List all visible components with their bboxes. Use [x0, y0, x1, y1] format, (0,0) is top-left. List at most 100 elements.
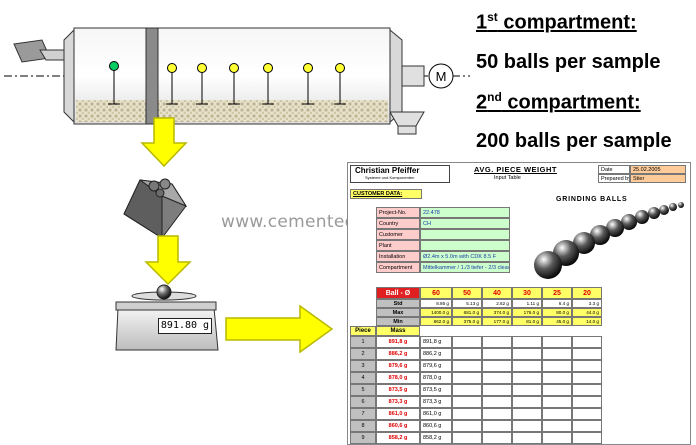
empty-cell — [452, 384, 482, 396]
arrow-right — [225, 304, 334, 354]
field-value: 22.478 — [420, 207, 510, 218]
ball-size-header: 30 — [512, 287, 542, 299]
stat-label: Max — [376, 308, 420, 317]
arrow-down-1 — [140, 117, 188, 168]
avg-piece-weight-sheet: Christian Pfeiffer Systeme und Komponent… — [347, 162, 691, 445]
probe-yellow — [302, 63, 314, 105]
empty-cell — [482, 384, 512, 396]
empty-cell — [542, 336, 572, 348]
sheet-subtitle: Input Table — [494, 175, 521, 181]
field-label: Plant — [376, 240, 420, 251]
stat-value: 2.62 g — [482, 299, 512, 308]
date-label: Date — [598, 165, 630, 174]
field-value — [420, 229, 510, 240]
mass-value-red: 860,6 g — [376, 420, 420, 432]
ball-size-header: 25 — [542, 287, 572, 299]
ball-on-scale — [156, 284, 172, 300]
empty-cell — [482, 336, 512, 348]
empty-cell — [482, 372, 512, 384]
ball-diameter-label: Ball - Ø — [376, 287, 420, 299]
empty-cell — [542, 420, 572, 432]
piece-number: 4 — [350, 372, 376, 384]
empty-cell — [572, 396, 602, 408]
empty-cell — [572, 420, 602, 432]
stat-value: 80.0 g — [542, 308, 572, 317]
mass-value-red: 878,0 g — [376, 372, 420, 384]
company-sub: Systeme und Komponenten — [365, 175, 415, 180]
sheet-title: Avg. Piece weight — [474, 165, 557, 174]
mass-value: 858,2 g — [420, 432, 452, 444]
mill-outlet-head — [389, 28, 403, 124]
empty-cell — [542, 432, 572, 444]
empty-cell — [482, 360, 512, 372]
mill-inlet-head — [63, 28, 75, 124]
company-logo-box: Christian Pfeiffer Systeme und Komponent… — [350, 165, 450, 183]
piece-number: 6 — [350, 396, 376, 408]
field-value — [420, 240, 510, 251]
stat-value: 3.3 g — [572, 299, 602, 308]
probe-green — [108, 61, 120, 105]
diaphragm — [145, 27, 159, 125]
empty-cell — [452, 336, 482, 348]
piece-number: 9 — [350, 432, 376, 444]
stat-value: 8.86 g — [420, 299, 452, 308]
empty-cell — [512, 384, 542, 396]
empty-cell — [542, 348, 572, 360]
empty-cell — [572, 360, 602, 372]
stat-value: 1.11 g — [512, 299, 542, 308]
piece-number: 3 — [350, 360, 376, 372]
mass-value: 873,3 g — [420, 396, 452, 408]
empty-cell — [542, 360, 572, 372]
stat-value: 374.0 g — [482, 308, 512, 317]
empty-cell — [482, 432, 512, 444]
stat-value: 176.0 g — [512, 308, 542, 317]
date-value: 25.02.2005 — [630, 165, 686, 174]
probe-yellow — [196, 63, 208, 105]
motor-label: M — [436, 69, 447, 84]
ball-size-header: 20 — [572, 287, 602, 299]
stat-value: 177.0 g — [482, 317, 512, 326]
mass-value: 861,0 g — [420, 408, 452, 420]
field-value: Mittelkammer / 1./3 tiefer - 2/3 cleave — [420, 262, 510, 273]
empty-cell — [512, 420, 542, 432]
empty-cell — [572, 348, 602, 360]
mass-value-red: 861,0 g — [376, 408, 420, 420]
empty-cell — [512, 372, 542, 384]
mass-value: 878,0 g — [420, 372, 452, 384]
empty-cell — [512, 348, 542, 360]
empty-cell — [542, 372, 572, 384]
probe-yellow — [262, 63, 274, 105]
piece-number: 8 — [350, 420, 376, 432]
stat-value: 44.0 g — [572, 308, 602, 317]
stat-value: 14.0 g — [572, 317, 602, 326]
piece-number: 7 — [350, 408, 376, 420]
company-name: Christian Pfeiffer — [355, 166, 420, 175]
stat-value: 6.4 g — [542, 299, 572, 308]
arrow-down-2 — [144, 235, 192, 286]
empty-cell — [572, 336, 602, 348]
mass-value-red: 858,2 g — [376, 432, 420, 444]
empty-cell — [452, 408, 482, 420]
mass-value-red: 873,3 g — [376, 396, 420, 408]
empty-cell — [452, 372, 482, 384]
empty-cell — [572, 432, 602, 444]
empty-cell — [542, 408, 572, 420]
stat-value: 681.0 g — [452, 308, 482, 317]
piece-number: 5 — [350, 384, 376, 396]
second-compartment-detail: 200 balls per sample — [476, 130, 672, 152]
scale-display: 891.80 g — [158, 318, 212, 334]
ball-charge-first — [76, 100, 146, 122]
empty-cell — [572, 372, 602, 384]
empty-cell — [542, 396, 572, 408]
mass-value: 886,2 g — [420, 348, 452, 360]
field-label: Compartment — [376, 262, 420, 273]
first-compartment-heading: 1st compartment: — [476, 10, 637, 34]
field-label: Project-No. — [376, 207, 420, 218]
stat-label: Min — [376, 317, 420, 326]
probe-yellow — [166, 63, 178, 105]
ball-charge-second — [158, 100, 388, 122]
prepared-label: Prepared by — [598, 174, 630, 183]
stat-value: 45.0 g — [542, 317, 572, 326]
mass-value: 860,6 g — [420, 420, 452, 432]
ball-size-header: 60 — [420, 287, 452, 299]
